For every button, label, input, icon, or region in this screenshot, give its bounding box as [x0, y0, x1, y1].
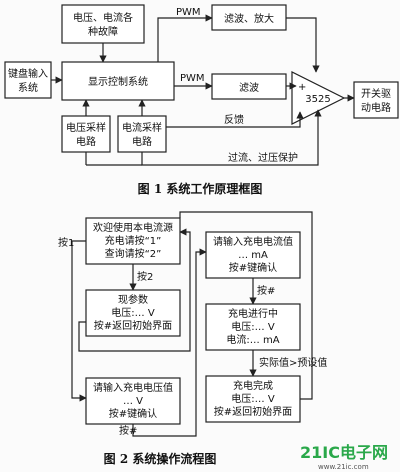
label-fault-2: 种故障 — [88, 25, 118, 38]
edge-done-back-to-welcome — [179, 211, 313, 400]
label-params-2: 电压:… V — [111, 306, 155, 319]
label-keyboard-2: 系统 — [18, 81, 38, 94]
edge-label-key1: 按1 — [58, 236, 74, 249]
edge-welcome-to-input-v — [71, 240, 87, 402]
label-keyboard-1: 键盘输入 — [8, 67, 48, 80]
edge-label-protect: 过流、过压保护 — [228, 151, 298, 164]
box-i-sample — [117, 115, 167, 153]
caption-figure-2: 图 2 系统操作流程图 — [104, 451, 217, 466]
label-3525: 3525 — [305, 94, 330, 105]
label-filter-amp: 滤波、放大 — [224, 12, 274, 25]
box-input-v — [85, 377, 181, 425]
label-charging-2: 电压:… V — [231, 320, 275, 333]
edge-label-pwm-top: PWM — [176, 7, 201, 18]
label-params-3: 按#返回初始界面 — [94, 319, 172, 332]
box-keyboard — [4, 61, 52, 99]
label-input-i-3: 按#键确认 — [229, 261, 277, 274]
edge-label-pwm-mid: PWM — [180, 73, 205, 84]
edge-ctrl-to-filter-amp — [157, 14, 213, 62]
edge-label-hash-right: 按# — [257, 284, 275, 297]
edge-params-back-to-welcome — [78, 228, 191, 352]
label-filter: 滤波 — [239, 81, 259, 94]
label-display-ctrl: 显示控制系统 — [88, 75, 148, 88]
box-welcome — [85, 217, 181, 265]
label-v-sample-2: 电路 — [76, 135, 96, 148]
box-fault — [61, 4, 145, 44]
edge-label-hash-bottom: 按# — [119, 424, 137, 437]
label-charging-3: 电流:… mA — [226, 333, 279, 346]
edge-filter-amp-to-3525 — [286, 17, 320, 73]
box-charging — [205, 303, 301, 351]
label-input-i-2: … mA — [238, 250, 268, 261]
edge-label-feedback: 反馈 — [224, 113, 244, 126]
edge-label-key2: 按2 — [137, 270, 153, 283]
label-switch-1: 开关驱 — [361, 87, 391, 100]
label-done-2: 电压:… V — [231, 392, 275, 405]
label-input-v-3: 按#键确认 — [109, 407, 157, 420]
box-display-ctrl — [61, 61, 175, 101]
label-i-sample-2: 电路 — [132, 135, 152, 148]
label-i-sample-1: 电流采样 — [122, 121, 162, 134]
edge-protect — [141, 109, 322, 166]
edge-feedback — [166, 111, 304, 128]
plus-sign: + — [298, 82, 306, 93]
label-done-1: 充电完成 — [233, 379, 273, 392]
label-input-i-1: 请输入充电电流值 — [213, 235, 293, 248]
box-filter — [211, 73, 287, 100]
box-done — [205, 375, 301, 423]
label-welcome-3: 查询请按“2” — [105, 247, 162, 260]
caption-figure-1: 图 1 系统工作原理框图 — [138, 181, 263, 196]
label-params-1: 现参数 — [118, 293, 148, 306]
label-input-v-2: … V — [123, 396, 143, 407]
label-input-v-1: 请输入充电电压值 — [93, 381, 173, 394]
box-params — [85, 289, 181, 337]
label-switch-2: 动电路 — [361, 101, 391, 114]
label-v-sample-1: 电压采样 — [66, 121, 106, 134]
label-welcome-1: 欢迎使用本电流源 — [93, 221, 173, 234]
label-welcome-2: 充电请按“1” — [105, 234, 162, 247]
watermark-url: www.21ic.com — [318, 463, 369, 471]
edge-input-v-to-input-i — [132, 248, 207, 437]
label-fault-1: 电压、电流各 — [73, 11, 133, 24]
label-charging-1: 充电进行中 — [228, 307, 278, 320]
edge-label-cond: 实际值>预设值 — [259, 356, 327, 369]
watermark-logo: 21IC电子网 — [300, 443, 388, 462]
label-done-3: 按#返回初始界面 — [214, 405, 292, 418]
